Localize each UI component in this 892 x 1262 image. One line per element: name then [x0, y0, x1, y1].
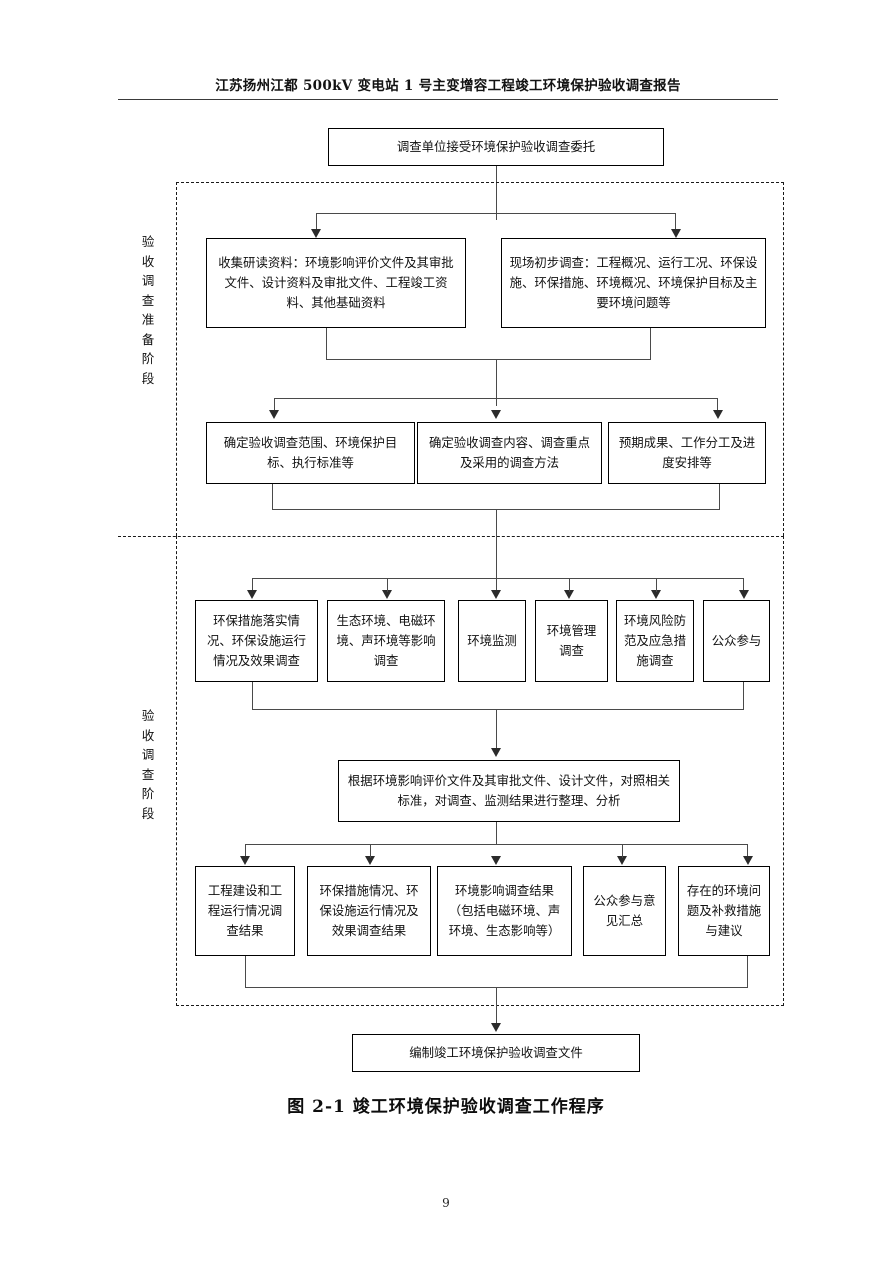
- connector-split-survey-row1: [252, 578, 744, 596]
- stage-label-survey: 验 收 调 查 阶 段: [141, 708, 155, 821]
- flow-box-analysis: 根据环境影响评价文件及其审批文件、设计文件，对照相关标准，对调查、监测结果进行整…: [338, 760, 680, 822]
- flow-box-public-participation: 公众参与: [703, 600, 770, 682]
- connector-merge-survey-row1: [252, 682, 744, 710]
- connector-split-survey-row2: [245, 844, 748, 860]
- flow-box-define-content: 确定验收调查内容、调查重点及采用的调查方法: [417, 422, 602, 484]
- connector-to-end: [496, 988, 497, 1030]
- flow-box-start: 调查单位接受环境保护验收调查委托: [328, 128, 664, 166]
- arrowhead-survey-row2-5: [742, 856, 753, 865]
- arrowhead-analysis: [490, 748, 501, 757]
- connector-prep-mid-down: [496, 360, 497, 406]
- arrowhead-prep-row1-left: [310, 229, 321, 238]
- connector-leg-survey-5: [656, 578, 657, 592]
- flow-box-define-scope: 确定验收调查范围、环境保护目标、执行标准等: [206, 422, 415, 484]
- connector-split-prep-row1: [316, 213, 676, 235]
- stage-label-preparation: 验 收 调 查 准 备 阶 段: [141, 234, 155, 386]
- arrowhead-prep-row2-right: [712, 410, 723, 419]
- connector-prep-to-survey: [496, 510, 497, 596]
- connector-leg-survey-4: [569, 578, 570, 592]
- stage-divider: [118, 536, 784, 537]
- stage-frame-preparation: [176, 182, 784, 536]
- flow-box-public-opinion-summary: 公众参与意见汇总: [583, 866, 666, 956]
- flow-box-end: 编制竣工环境保护验收调查文件: [352, 1034, 640, 1072]
- flow-box-construction-operation-result: 工程建设和工程运行情况调查结果: [195, 866, 295, 956]
- flow-box-measures-implementation: 环保措施落实情况、环保设施运行情况及效果调查: [195, 600, 318, 682]
- flow-box-measures-facilities-result: 环保措施情况、环保设施运行情况及效果调查结果: [307, 866, 431, 956]
- flow-box-site-preliminary-survey: 现场初步调查：工程概况、运行工况、环保设施、环保措施、环境概况、环境保护目标及主…: [501, 238, 766, 328]
- flow-box-impact-survey-result: 环境影响调查结果（包括电磁环境、声环境、生态影响等）: [437, 866, 572, 956]
- connector-leg-survey-2: [387, 578, 388, 592]
- arrowhead-survey-row2-2: [364, 856, 375, 865]
- connector-survey-to-analysis: [496, 710, 497, 755]
- stage-frame-survey: [176, 536, 784, 1006]
- connector-merge-survey-row2: [245, 956, 748, 988]
- flow-box-collect-documents: 收集研读资料：环境影响评价文件及其审批文件、设计资料及审批文件、工程竣工资料、其…: [206, 238, 466, 328]
- flow-box-eco-em-noise-impact: 生态环境、电磁环境、声环境等影响调查: [327, 600, 445, 682]
- arrowhead-survey-row1-3: [490, 590, 501, 599]
- arrowhead-survey-row1-1: [246, 590, 257, 599]
- arrowhead-survey-row1-4: [563, 590, 574, 599]
- connector-merge-prep-row1: [326, 328, 651, 360]
- flow-box-expected-results: 预期成果、工作分工及进度安排等: [608, 422, 766, 484]
- arrowhead-survey-row1-5: [650, 590, 661, 599]
- connector-leg-row2-2: [370, 844, 371, 858]
- arrowhead-end: [490, 1023, 501, 1032]
- arrowhead-survey-row1-2: [381, 590, 392, 599]
- flow-box-environmental-monitoring: 环境监测: [458, 600, 526, 682]
- running-header: 江苏扬州江都 500kV 变电站 1 号主变增容工程竣工环境保护验收调查报告: [215, 78, 681, 94]
- connector-leg-row2-4: [622, 844, 623, 858]
- connector-start-down: [496, 166, 497, 220]
- header-rule: [118, 99, 778, 100]
- arrowhead-prep-row2-center: [490, 410, 501, 419]
- arrowhead-survey-row2-1: [239, 856, 250, 865]
- arrowhead-prep-row2-left: [268, 410, 279, 419]
- arrowhead-prep-row1-right: [670, 229, 681, 238]
- figure-caption: 图 2-1 竣工环境保护验收调查工作程序: [287, 1097, 605, 1117]
- page-number: 9: [442, 1196, 450, 1210]
- connector-split-prep-row2: [274, 398, 718, 416]
- arrowhead-survey-row2-4: [616, 856, 627, 865]
- connector-merge-prep-row2: [272, 484, 720, 510]
- flow-box-problems-and-suggestions: 存在的环境问题及补救措施与建议: [678, 866, 770, 956]
- flow-box-risk-prevention: 环境风险防范及应急措施调查: [616, 600, 694, 682]
- arrowhead-survey-row2-3: [490, 856, 501, 865]
- connector-analysis-down: [496, 822, 497, 844]
- arrowhead-survey-row1-6: [738, 590, 749, 599]
- flow-box-environmental-management: 环境管理调查: [535, 600, 608, 682]
